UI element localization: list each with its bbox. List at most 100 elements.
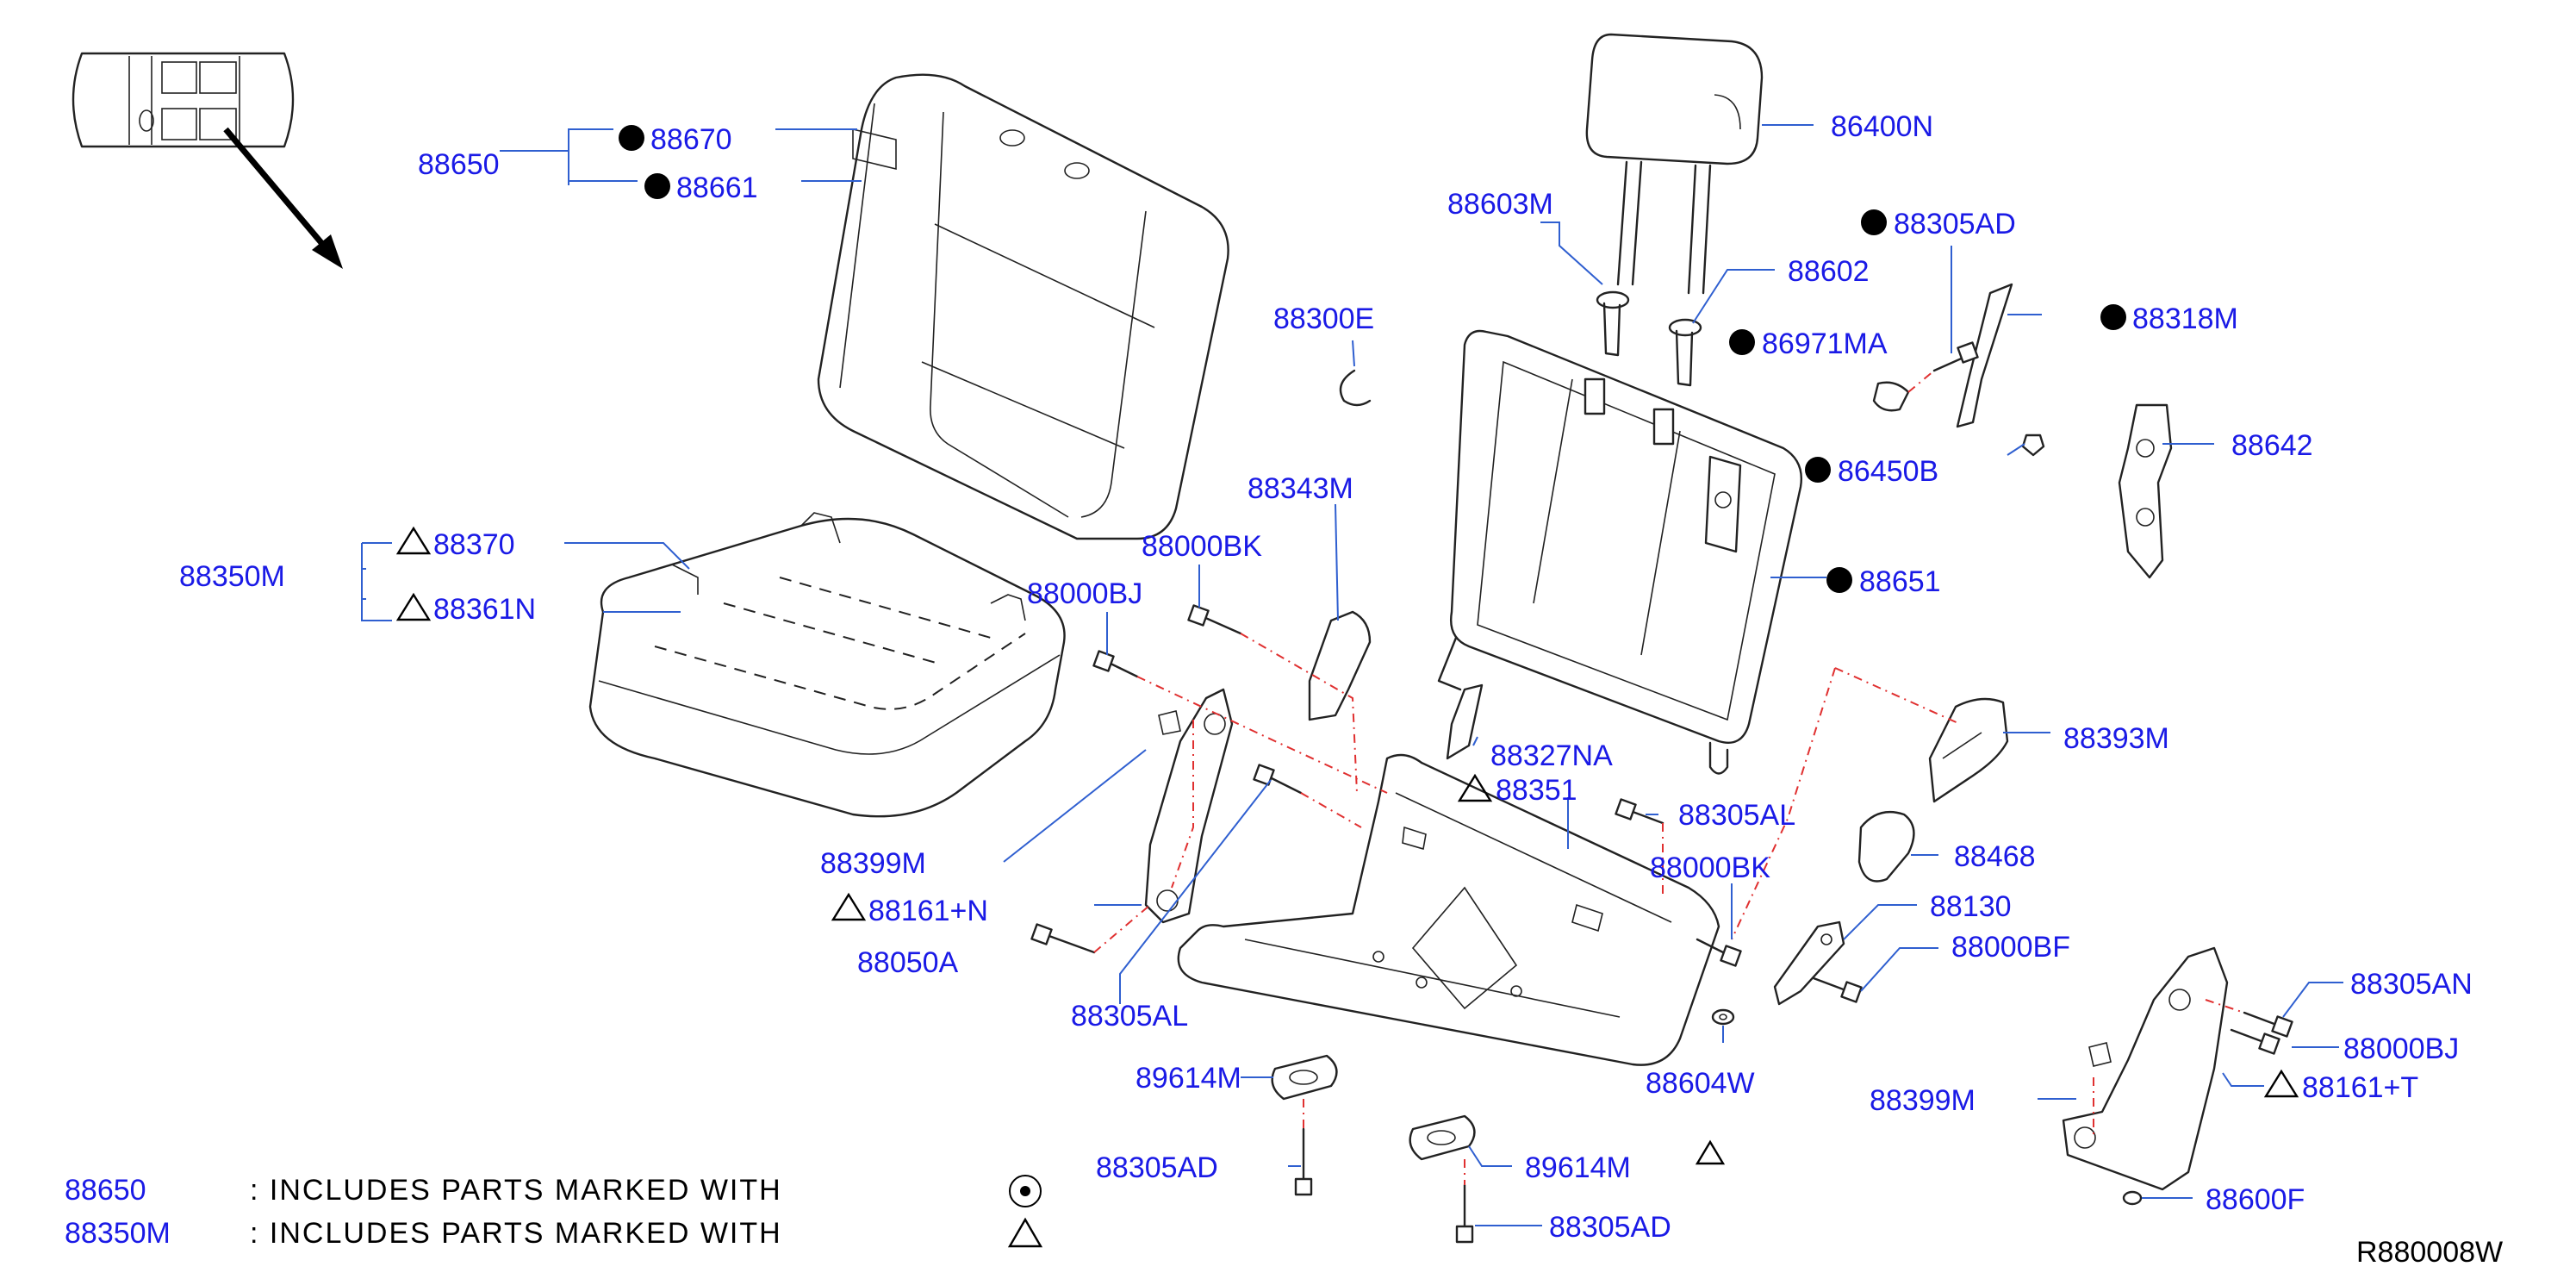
part-label-88000bf[interactable]: 88000BF [1951, 931, 2070, 964]
lever-88130-drawing [1773, 920, 1845, 1006]
part-label-88642[interactable]: 88642 [2231, 429, 2313, 462]
part-label-88161t[interactable]: 88161+T [2302, 1071, 2418, 1104]
legend-dot-icon [1009, 1175, 1042, 1207]
dot-marker-88651-icon [1826, 567, 1852, 593]
part-labels: 88650 88670 88661 86400N 88603M 88602 88… [179, 110, 2473, 1244]
part-label-88000bj-low[interactable]: 88000BJ [2343, 1033, 2459, 1065]
part-label-88393m[interactable]: 88393M [2063, 722, 2169, 755]
bolt-88305an-drawing [2243, 1011, 2293, 1038]
bolt-88305al-low-drawing [1253, 764, 1303, 795]
tri-marker-88361n-icon [395, 592, 432, 621]
headrest-drawing [1585, 33, 1764, 295]
bolt-88000bk-mid-drawing [1696, 938, 1742, 967]
bolt-88000bj-top-drawing [1092, 650, 1139, 678]
seat-back-cushion-drawing [817, 73, 1229, 540]
part-label-88350m[interactable]: 88350M [179, 560, 285, 593]
part-label-88604w[interactable]: 88604W [1646, 1067, 1755, 1100]
part-label-88000bj-top[interactable]: 88000BJ [1027, 577, 1142, 610]
part-label-86450b[interactable]: 86450B [1838, 455, 1938, 488]
clip-drawing [1339, 369, 1372, 407]
part-label-89614m-right[interactable]: 89614M [1525, 1151, 1631, 1184]
part-label-88305ad-left[interactable]: 88305AD [1096, 1151, 1218, 1184]
part-label-88361n[interactable]: 88361N [433, 593, 536, 626]
pad-89614m-left-drawing [1271, 1054, 1338, 1101]
dot-marker-86450b-icon [1805, 457, 1831, 483]
hinge-88399m-right-drawing [2062, 946, 2229, 1191]
dot-marker-88305ad-icon [1861, 209, 1887, 235]
bolt-88000bf-drawing [1812, 976, 1863, 1003]
part-label-88300e[interactable]: 88300E [1273, 303, 1374, 335]
pad-89614m-right-drawing [1409, 1114, 1476, 1161]
part-label-88661[interactable]: 88661 [676, 172, 758, 204]
bolt-88305ad-top-drawing [1932, 341, 1979, 372]
seat-back-frame-drawing [1437, 329, 1802, 775]
triangle-marker-icon [1695, 1139, 1726, 1165]
legend: 88650 : INCLUDES PARTS MARKED WITH 88350… [65, 1174, 1043, 1250]
washer-88600f-drawing [2122, 1190, 2143, 1206]
bolt-88050a-drawing [1030, 923, 1096, 954]
bolt-88305ad-bottom-drawing [1455, 1183, 1474, 1244]
part-label-88600f[interactable]: 88600F [2206, 1183, 2305, 1216]
latch-cover-drawing [1928, 697, 2009, 803]
part-label-88305ad-bottom[interactable]: 88305AD [1549, 1211, 1671, 1244]
tri-marker-88161n-icon [831, 892, 867, 921]
part-label-86400n[interactable]: 86400N [1831, 110, 1933, 143]
seat-frame-drawing [1177, 753, 1720, 1066]
dot-marker-88670-icon [619, 125, 644, 151]
part-label-88399m-left[interactable]: 88399M [820, 847, 926, 880]
assembly-centerlines [1093, 370, 2245, 1185]
tri-marker-88370-icon [395, 526, 432, 555]
washer-88604w-drawing [1711, 1008, 1735, 1026]
part-label-88305al-mid[interactable]: 88305AL [1678, 799, 1795, 832]
part-label-88602[interactable]: 88602 [1788, 255, 1870, 288]
locator-arrow-icon [223, 127, 343, 269]
hinge-88399m-left-drawing [1144, 688, 1234, 924]
headrest-guide-right-drawing [1668, 318, 1702, 387]
dot-marker-86971ma-icon [1729, 329, 1755, 355]
legend-text-88350m: : INCLUDES PARTS MARKED WITH [250, 1217, 782, 1250]
nut-86971ma-drawing [1872, 381, 1910, 412]
headrest-guide-left-drawing [1596, 290, 1630, 357]
part-label-88000bk-top[interactable]: 88000BK [1142, 530, 1262, 563]
dot-marker-88661-icon [644, 173, 670, 199]
part-label-88351[interactable]: 88351 [1496, 774, 1577, 807]
bolt-88305ad-left-drawing [1294, 1127, 1313, 1196]
legend-triangle-icon [1007, 1217, 1043, 1248]
diagram-id: R880008W [2356, 1236, 2503, 1269]
part-label-88305al-low[interactable]: 88305AL [1071, 1000, 1188, 1033]
seat-cushion-drawing [588, 512, 1066, 818]
part-label-88343m[interactable]: 88343M [1248, 472, 1353, 505]
tri-marker-88161t-icon [2263, 1069, 2299, 1098]
hinge-bracket-drawing [2118, 403, 2173, 579]
release-knob-drawing [1857, 810, 1915, 883]
legend-code-88650: 88650 [65, 1174, 146, 1207]
part-label-88651[interactable]: 88651 [1859, 565, 1941, 598]
legend-code-88350m: 88350M [65, 1217, 171, 1250]
part-label-89614m-left[interactable]: 89614M [1136, 1062, 1241, 1095]
tri-marker-88351-icon [1457, 773, 1493, 802]
part-label-88318m[interactable]: 88318M [2132, 303, 2238, 335]
part-label-88050a[interactable]: 88050A [857, 946, 959, 979]
part-label-88468[interactable]: 88468 [1954, 840, 2036, 873]
bolt-88305al-mid-drawing [1615, 798, 1664, 825]
bracket-88327na-drawing [1446, 683, 1484, 760]
marker-symbols [395, 125, 2299, 1098]
part-label-88305an[interactable]: 88305AN [2350, 968, 2473, 1001]
part-label-88130[interactable]: 88130 [1930, 890, 2012, 923]
release-strap-drawing [1956, 283, 2013, 428]
part-label-88000bk-mid[interactable]: 88000BK [1650, 852, 1770, 884]
part-label-86971ma[interactable]: 86971MA [1762, 328, 1888, 360]
bolt-88000bk-top-drawing [1187, 604, 1242, 635]
part-label-88370[interactable]: 88370 [433, 528, 515, 561]
nut-86450b-drawing [2021, 434, 2045, 457]
dot-marker-88318m-icon [2100, 304, 2126, 330]
part-label-88305ad-top[interactable]: 88305AD [1894, 208, 2016, 240]
part-label-88161n[interactable]: 88161+N [868, 895, 988, 927]
bolt-88000bj-low-drawing [2230, 1028, 2280, 1055]
vehicle-locator-icon [72, 52, 295, 148]
part-label-88650[interactable]: 88650 [418, 148, 500, 181]
part-label-88327na[interactable]: 88327NA [1490, 739, 1613, 772]
part-label-88670[interactable]: 88670 [650, 123, 732, 156]
part-label-88603m[interactable]: 88603M [1447, 188, 1553, 221]
part-label-88399m-right[interactable]: 88399M [1870, 1084, 1976, 1117]
